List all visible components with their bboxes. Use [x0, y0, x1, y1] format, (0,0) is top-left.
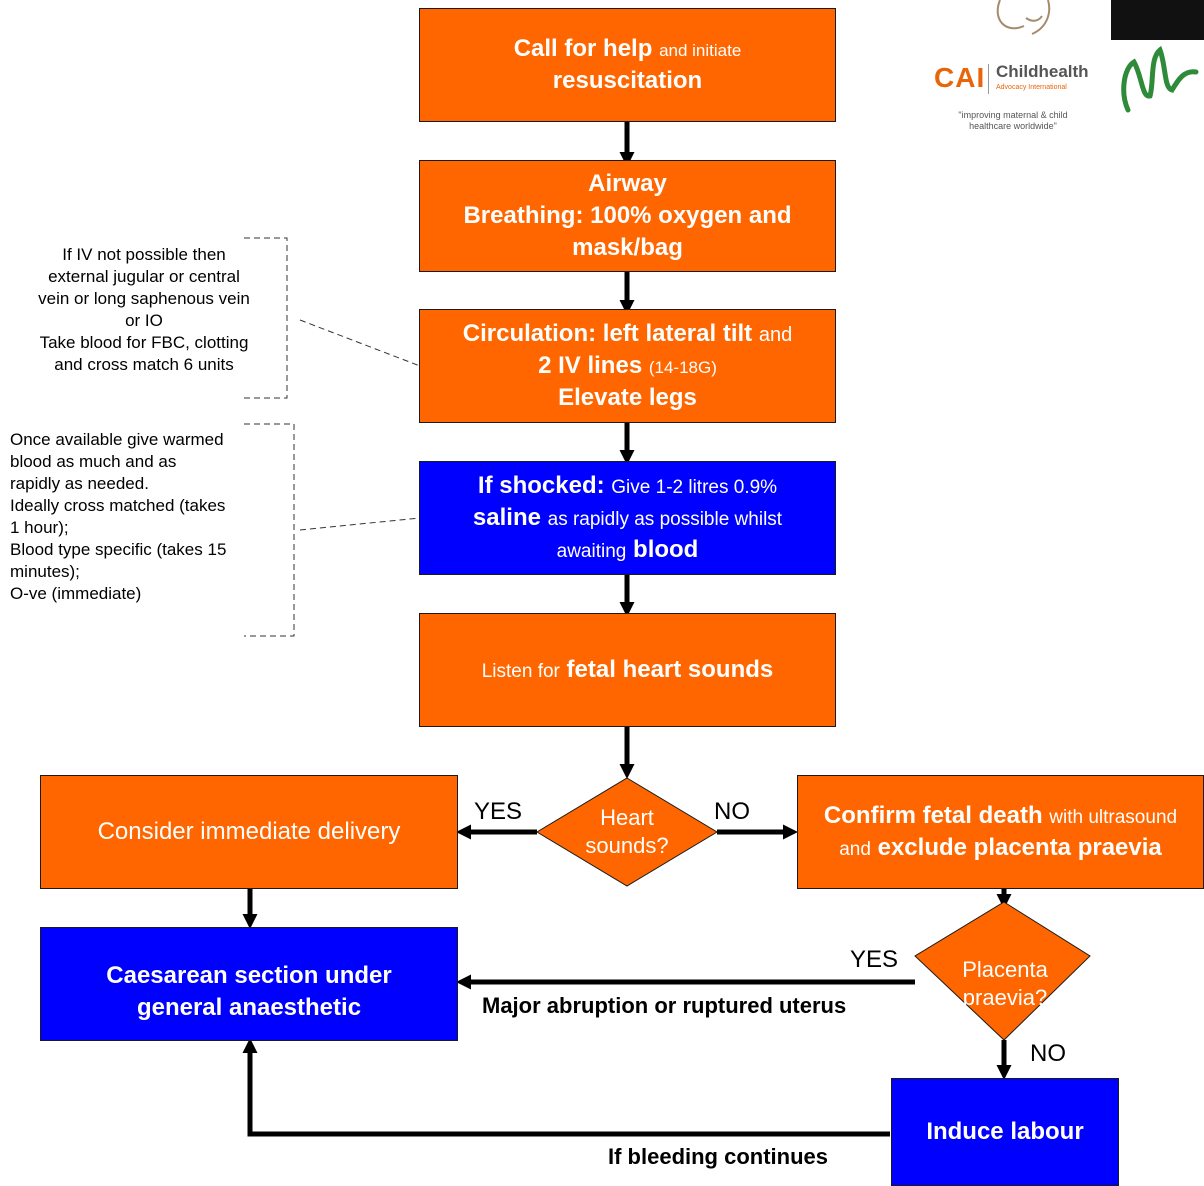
bleeding-continues-label: If bleeding continues: [608, 1144, 829, 1169]
circulation-bold-3: Elevate legs: [558, 383, 697, 411]
blood-note-line: Blood type specific (takes 15: [10, 540, 227, 559]
airway-line-2: Breathing: 100% oxygen and: [463, 202, 792, 230]
blood-note-line: rapidly as needed.: [10, 474, 149, 493]
major-abruption-label: Major abruption or ruptured uterus: [482, 993, 847, 1018]
consider-immediate-delivery-box: Consider immediate delivery: [40, 775, 458, 889]
childhealth-wordmark: Childhealth: [996, 62, 1089, 81]
shock-normal-3: awaiting: [556, 540, 627, 562]
call-for-help-resuscitation: resuscitation: [552, 67, 703, 94]
iv-note-line: or IO: [125, 311, 163, 330]
confirm-bold-2: exclude placenta praevia: [877, 834, 1162, 861]
blood-note-line: O-ve (immediate): [10, 584, 142, 603]
logo-tagline: "improving maternal & child healthcare w…: [928, 110, 1098, 132]
heart-sounds-text: Heart sounds?: [562, 804, 692, 860]
iv-note: If IV not possible then external jugular…: [8, 244, 280, 376]
caesarean-line-2: general anaesthetic: [136, 993, 362, 1021]
shock-normal-1: Give 1-2 litres 0.9%: [611, 477, 778, 499]
circulation-normal-2: (14-18G): [648, 358, 717, 378]
placenta-line-1: Placenta: [962, 957, 1048, 982]
note-bracket-blood: [244, 423, 295, 637]
shock-bold-3: blood: [633, 535, 699, 563]
mother-child-logo-icon: [996, 0, 1204, 113]
listen-bold: fetal heart sounds: [566, 656, 774, 684]
note-bracket-iv: [244, 237, 288, 399]
heart-sounds-line-1: Heart: [600, 805, 654, 830]
note-leader-iv: [299, 319, 421, 367]
induce-labour-box: Induce labour: [891, 1078, 1119, 1186]
shock-bold-1: If shocked:: [477, 472, 605, 500]
consider-label: Consider immediate delivery: [97, 818, 401, 846]
circulation-bold-1: Circulation: left lateral tilt: [462, 320, 753, 348]
airway-breathing-box: Airway Breathing: 100% oxygen and mask/b…: [419, 160, 836, 272]
call-for-help-normal: and initiate: [659, 41, 742, 61]
arrow-induce-to-caesarean: [242, 1038, 890, 1137]
placenta-praevia-text: Placenta praevia?: [940, 956, 1070, 1012]
confirm-normal-2: and: [839, 839, 871, 860]
green-wave-logo-icon: [1121, 45, 1199, 113]
blood-note-line: Ideally cross matched (takes: [10, 496, 226, 515]
yes-label-placenta: YES: [850, 946, 899, 973]
advocacy-wordmark: Advocacy International: [996, 84, 1067, 91]
logo-tagline-line: healthcare worldwide": [969, 121, 1057, 131]
call-for-help-bold: Call for help: [513, 35, 653, 63]
confirm-fetal-death-box: Confirm fetal death with ultrasound and …: [797, 775, 1204, 889]
iv-note-line: external jugular or central: [48, 267, 240, 286]
blood-note-line: blood as much and as: [10, 452, 177, 471]
placenta-line-2: praevia?: [962, 985, 1048, 1010]
logo-tagline-line: "improving maternal & child: [958, 110, 1068, 120]
if-shocked-box: If shocked: Give 1-2 litres 0.9% saline …: [419, 461, 836, 575]
circulation-box: Circulation: left lateral tilt and 2 IV …: [419, 309, 836, 423]
dark-corner-block: [1111, 0, 1204, 40]
blood-note-line: Once available give warmed: [10, 430, 224, 449]
iv-note-line: and cross match 6 units: [54, 355, 234, 374]
caesarean-line-1: Caesarean section under: [106, 962, 392, 989]
airway-line-3: mask/bag: [572, 233, 683, 261]
cai-logo: CAI Childhealth Advocacy International "…: [920, 0, 1204, 160]
shock-normal-2: as rapidly as possible whilst: [547, 509, 783, 531]
blood-note-line: 1 hour);: [10, 518, 69, 537]
decision-placenta-praevia: [914, 901, 1091, 1041]
cai-wordmark: CAI: [934, 62, 986, 93]
heart-sounds-line-2: sounds?: [585, 833, 669, 858]
iv-note-line: Take blood for FBC, clotting: [39, 333, 249, 352]
confirm-normal-1: with ultrasound: [1049, 807, 1178, 829]
circulation-normal-1: and: [758, 324, 793, 347]
note-leader-blood: [299, 517, 421, 531]
induce-label: Induce labour: [926, 1118, 1084, 1146]
caesarean-section-box: Caesarean section under general anaesthe…: [40, 927, 458, 1041]
listen-fetal-heart-box: Listen for fetal heart sounds: [419, 613, 836, 727]
circulation-bold-2: 2 IV lines: [538, 352, 643, 380]
call-for-help-box: Call for help and initiate resuscitation: [419, 8, 836, 122]
iv-note-line: vein or long saphenous vein: [38, 289, 250, 308]
confirm-bold-1: Confirm fetal death: [823, 802, 1043, 830]
blood-note-line: minutes);: [10, 562, 80, 581]
yes-label-heart: YES: [474, 798, 523, 825]
no-label-placenta: NO: [1030, 1040, 1066, 1067]
no-label-heart: NO: [714, 798, 750, 825]
airway-line-1: Airway: [588, 170, 667, 198]
shock-bold-2: saline: [472, 504, 541, 532]
blood-note: Once available give warmed blood as much…: [10, 429, 294, 605]
iv-note-line: If IV not possible then: [62, 245, 226, 264]
listen-normal: Listen for: [481, 661, 560, 683]
logo-divider: [988, 64, 989, 94]
decision-heart-sounds: [536, 777, 718, 887]
